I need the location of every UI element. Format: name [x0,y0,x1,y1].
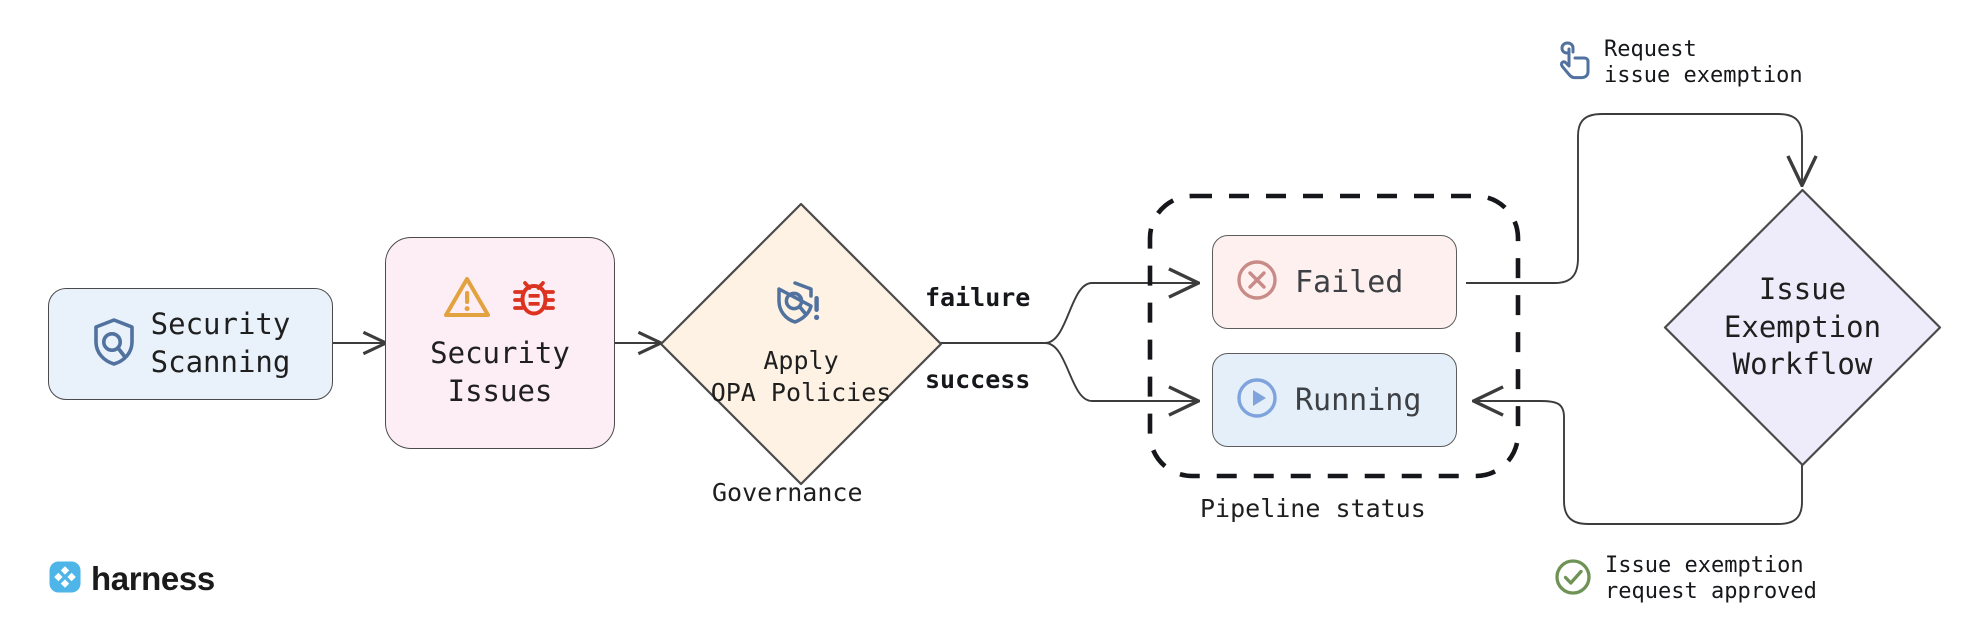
check-circle-icon [1553,557,1593,601]
edge-label-success: success [925,365,1031,394]
node-security-scanning-label: Security Scanning [150,307,291,379]
edge-governance-to-running [1044,342,1198,401]
play-circle-icon [1235,376,1279,424]
status-item-running-label: Running [1295,382,1422,418]
annotation-request-exemption: Request issue exemption [1558,37,1803,90]
edge-label-failure: failure [925,283,1031,312]
shield-search-icon [91,317,137,371]
bug-icon [512,275,556,323]
node-governance-decision[interactable]: Apply OPA Policies [655,198,947,490]
harness-brand-name: harness [91,560,215,597]
status-item-running[interactable]: Running [1212,353,1457,447]
node-security-issues-label: Security Issues [430,336,570,408]
node-exemption-workflow[interactable]: Issue Exemption Workflow [1660,185,1945,470]
error-circle-icon [1235,258,1279,306]
pipeline-status-caption: Pipeline status [1200,494,1426,523]
governance-caption: Governance [712,478,863,507]
status-item-failed[interactable]: Failed [1212,235,1457,329]
warning-triangle-icon [444,276,490,322]
node-governance-label: Apply OPA Policies [710,345,892,408]
harness-logo-icon [48,560,82,598]
node-security-scanning[interactable]: Security Scanning [48,288,333,400]
node-security-issues[interactable]: Security Issues [385,237,615,449]
edge-exemption-to-running [1474,401,1803,525]
pipeline-status-group [1147,193,1521,479]
harness-brand: harness [48,560,215,598]
exemption-diamond-shape [1663,188,1942,467]
edge-governance-to-failed [1044,283,1198,344]
governance-diamond-shape [659,202,943,486]
annotation-request-approved-text: Issue exemption request approved [1605,553,1817,605]
status-item-failed-label: Failed [1295,264,1404,300]
shield-search-alert-icon [775,279,827,335]
annotation-request-exemption-text: Request issue exemption [1604,37,1803,89]
annotation-request-approved: Issue exemption request approved [1553,553,1817,606]
edge-failed-to-exemption [1466,113,1802,284]
node-exemption-workflow-label: Issue Exemption Workflow [1723,271,1882,382]
security-issues-icon-row [444,275,556,323]
click-hand-icon [1558,40,1592,86]
